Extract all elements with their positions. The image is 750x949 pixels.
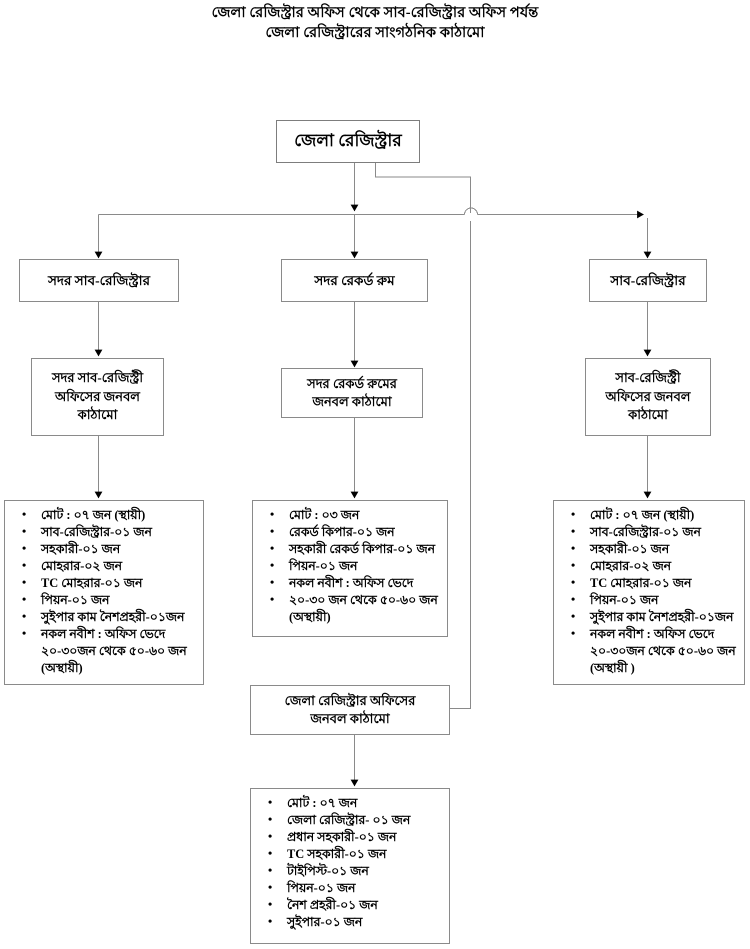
list-items: মোট : ০৩ জনরেকর্ড কিপার-০১ জনসহকারী রেকর… xyxy=(259,506,441,626)
page-title: জেলা রেজিস্ট্রার অফিস থেকে সাব-রেজিস্ট্র… xyxy=(0,4,750,43)
list-item: সহকারী-০১ জন xyxy=(571,540,738,558)
list-item: নকল নবীশ : অফিস ভেদে ২০-৩০জন থেকে ৫০-৬০ … xyxy=(22,625,197,677)
list-items: মোট : ০৭ জন (স্থায়ী)সাব-রেজিস্ট্রার-০১ … xyxy=(560,506,738,677)
node-dr-office-staff-structure[interactable]: জেলা রেজিস্ট্রার অফিসের জনবল কাঠামো xyxy=(250,685,450,735)
node-district-registrar-label: জেলা রেজিস্ট্রার xyxy=(294,131,402,151)
list-items: মোট : ০৭ জন (স্থায়ী)সাব-রেজিস্ট্রার-০১ … xyxy=(11,506,197,677)
node-sub-registry-staff-structure[interactable]: সাব-রেজিস্ট্রী অফিসের জনবল কাঠামো xyxy=(585,358,711,436)
list-item: নকল নবীশ : অফিস ভেদে ২০-৩০জন থেকে ৫০-৬০ … xyxy=(571,625,738,677)
node-sadar-sub-registry-staff-structure[interactable]: সদর সাব-রেজিস্ট্রী অফিসের জনবল কাঠামো xyxy=(31,358,164,436)
node-district-registrar[interactable]: জেলা রেজিস্ট্রার xyxy=(276,120,420,163)
list-item: পিয়ন-০১ জন xyxy=(22,591,197,609)
node-sadar-sub-registrar-label: সদর সাব-রেজিস্ট্রার xyxy=(47,272,151,288)
list-dr-office-staff: মোট : ০৭ জনজেলা রেজিস্ট্রার- ০১ জনপ্রধান… xyxy=(250,788,450,944)
list-item: সাব-রেজিস্ট্রার-০১ জন xyxy=(571,523,738,541)
list-item: সুইপার-০১ জন xyxy=(268,913,443,931)
node-sadar-sub-registry-staff-structure-label: সদর সাব-রেজিস্ট্রী অফিসের জনবল কাঠামো xyxy=(51,370,144,423)
list-sadar-record-room-staff: মোট : ০৩ জনরেকর্ড কিপার-০১ জনসহকারী রেকর… xyxy=(252,500,448,637)
node-sadar-record-room-label: সদর রেকর্ড রুম xyxy=(314,272,395,288)
list-item: টাইপিস্ট-০১ জন xyxy=(268,862,443,880)
list-item: ২০-৩০ জন থেকে ৫০-৬০ জন (অস্থায়ী) xyxy=(270,591,441,626)
list-item: পিয়ন-০১ জন xyxy=(268,879,443,897)
node-sub-registrar-label: সাব-রেজিস্ট্রার xyxy=(610,272,686,288)
node-sub-registrar[interactable]: সাব-রেজিস্ট্রার xyxy=(589,259,707,302)
list-item: মোট : ০৩ জন xyxy=(270,506,441,524)
list-item: নকল নবীশ : অফিস ভেদে xyxy=(270,574,441,592)
list-item: TC মোহরার-০১ জন xyxy=(571,574,738,592)
list-item: মোহরার-০২ জন xyxy=(571,557,738,575)
node-sadar-record-room-staff-structure-label: সদর রেকর্ড রুমের জনবল কাঠামো xyxy=(307,375,397,409)
node-dr-office-staff-structure-label: জেলা রেজিস্ট্রার অফিসের জনবল কাঠামো xyxy=(284,692,416,726)
list-item: পিয়ন-০১ জন xyxy=(571,591,738,609)
list-item: জেলা রেজিস্ট্রার- ০১ জন xyxy=(268,811,443,829)
node-sub-registry-staff-structure-label: সাব-রেজিস্ট্রী অফিসের জনবল কাঠামো xyxy=(605,370,691,423)
list-item: মোট : ০৭ জন (স্থায়ী) xyxy=(571,506,738,524)
node-sadar-sub-registrar[interactable]: সদর সাব-রেজিস্ট্রার xyxy=(19,259,179,302)
list-item: সহকারী রেকর্ড কিপার-০১ জন xyxy=(270,540,441,558)
list-sub-registry-staff: মোট : ০৭ জন (স্থায়ী)সাব-রেজিস্ট্রার-০১ … xyxy=(553,500,745,685)
list-item: TC মোহরার-০১ জন xyxy=(22,574,197,592)
list-item: সাব-রেজিস্ট্রার-০১ জন xyxy=(22,523,197,541)
list-item: মোট : ০৭ জন xyxy=(268,794,443,812)
list-item: সুইপার কাম নৈশপ্রহরী-০১জন xyxy=(571,608,738,626)
list-item: সহকারী-০১ জন xyxy=(22,540,197,558)
list-item: TC সহকারী-০১ জন xyxy=(268,845,443,863)
list-item: মোট : ০৭ জন (স্থায়ী) xyxy=(22,506,197,524)
title-line-2: জেলা রেজিস্ট্রারের সাংগঠনিক কাঠামো xyxy=(265,24,485,41)
list-item: রেকর্ড কিপার-০১ জন xyxy=(270,523,441,541)
node-sadar-record-room[interactable]: সদর রেকর্ড রুম xyxy=(281,259,428,302)
list-sadar-sub-registry-staff: মোট : ০৭ জন (স্থায়ী)সাব-রেজিস্ট্রার-০১ … xyxy=(4,500,204,685)
list-item: প্রধান সহকারী-০১ জন xyxy=(268,828,443,846)
node-sadar-record-room-staff-structure[interactable]: সদর রেকর্ড রুমের জনবল কাঠামো xyxy=(281,368,423,418)
list-item: পিয়ন-০১ জন xyxy=(270,557,441,575)
list-item: নৈশ প্রহরী-০১ জন xyxy=(268,896,443,914)
list-item: মোহরার-০২ জন xyxy=(22,557,197,575)
title-line-1: জেলা রেজিস্ট্রার অফিস থেকে সাব-রেজিস্ট্র… xyxy=(211,5,539,21)
list-item: সুইপার কাম নৈশপ্রহরী-০১জন xyxy=(22,608,197,626)
list-items: মোট : ০৭ জনজেলা রেজিস্ট্রার- ০১ জনপ্রধান… xyxy=(257,794,443,931)
